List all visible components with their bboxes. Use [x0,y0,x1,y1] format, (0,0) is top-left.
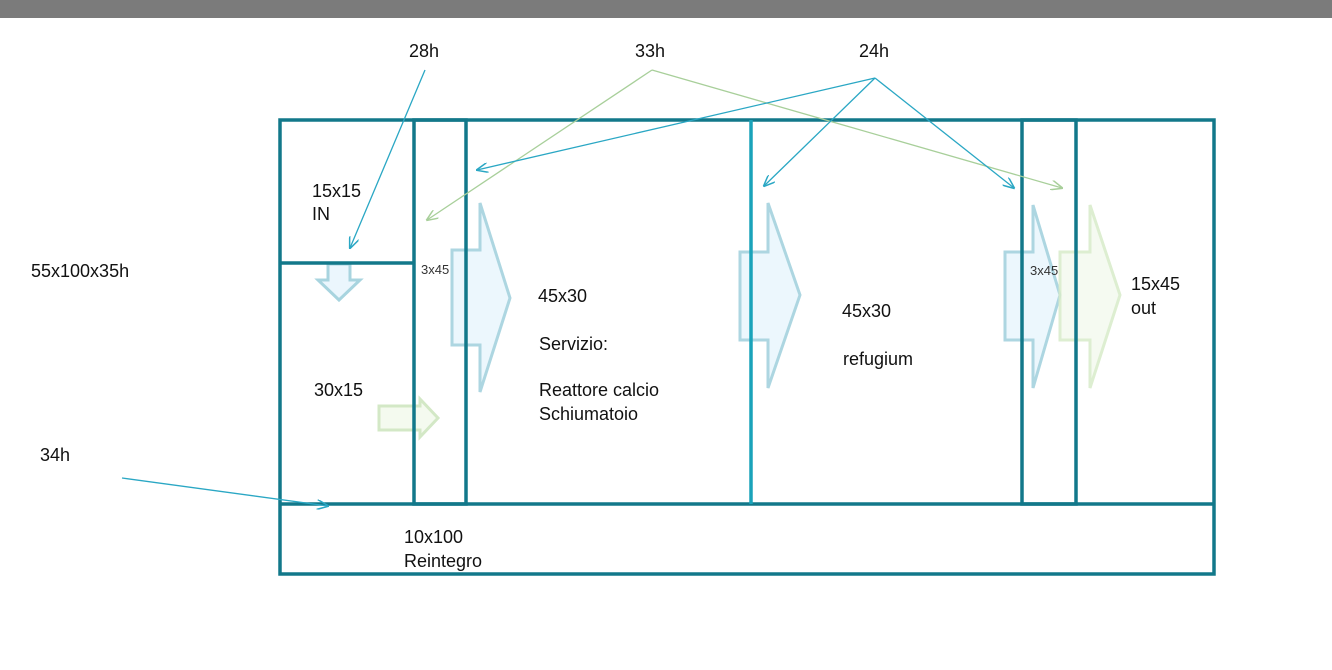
window-title-bar [0,0,1332,18]
height-label-33h: 33h [635,41,665,61]
inlet-top-name: IN [312,204,330,224]
outlet-size: 15x45 [1131,274,1180,294]
gap-right-baffle [1020,118,1078,506]
pointer-lines [121,69,1062,506]
reintegro-name: Reintegro [404,551,482,571]
flow-arrow-inlet-down [314,262,364,303]
service-item-reactor: Reattore calcio [539,380,659,400]
flow-arrow-refugium [738,202,802,389]
pointer-33h-left [427,69,653,220]
inlet-bottom-size: 30x15 [314,380,363,400]
pointer-28h [350,69,426,248]
service-title: Servizio: [539,334,608,354]
gap-left-baffle [412,118,468,506]
flow-arrow-service [450,202,512,393]
outlet-name: out [1131,298,1156,318]
height-label-28h: 28h [409,41,439,61]
flow-arrows [314,202,1122,441]
tank-dimensions-label: 55x100x35h [31,261,129,281]
inlet-top-size: 15x15 [312,181,361,201]
pointer-24h-mid [764,77,876,186]
service-item-skimmer: Schiumatoio [539,404,638,424]
height-label-24h: 24h [859,41,889,61]
service-size: 45x30 [538,286,587,306]
flow-arrow-outlet [1058,204,1122,389]
flow-arrow-gap-right [1003,204,1062,389]
tank-walls [278,118,1216,576]
pointer-24h-left [477,77,876,170]
labels: 28h 33h 24h 34h 55x100x35h 15x15 IN 30x1… [31,41,1180,571]
flow-arrow-inlet-right [377,395,441,441]
refugium-size: 45x30 [842,301,891,321]
pointer-34h [121,477,328,506]
height-label-34h: 34h [40,445,70,465]
tank-outline [278,118,1216,576]
gap-right-size: 3x45 [1030,263,1058,278]
pointer-33h-right [651,69,1062,188]
refugium-name: refugium [843,349,913,369]
gap-left-size: 3x45 [421,262,449,277]
pointer-24h-right [874,77,1014,188]
reintegro-size: 10x100 [404,527,463,547]
